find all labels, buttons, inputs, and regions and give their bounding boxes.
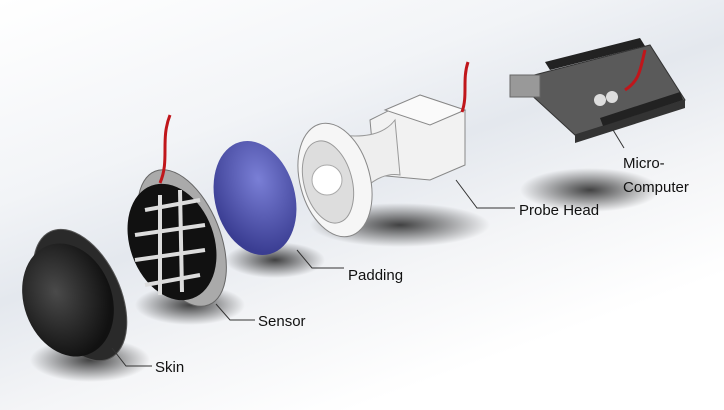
sensor-grid [134,189,206,295]
skin-part [22,228,128,362]
padding-part [213,141,297,255]
probe-head-label: Probe Head [519,202,599,219]
micro-computer-label-line1: Micro- [623,155,665,172]
probe-head-part [297,61,470,238]
sensor-leader [215,303,255,321]
sensor-label: Sensor [258,313,306,330]
micro-computer-label-line2: Computer [623,179,689,196]
sensor-wire [158,114,172,184]
probe-head-leader [455,179,515,209]
skin-leader [111,347,152,367]
micro-computer-part [509,38,686,143]
skin-label: Skin [155,359,184,376]
board-shadow [520,168,660,212]
usb-port [509,74,541,98]
padding-leader [296,249,344,269]
padding-label: Padding [348,267,403,284]
sensor-part [127,114,227,307]
micro-computer-leader [609,124,625,149]
probe-wire [460,61,470,113]
board-wire [624,49,647,92]
